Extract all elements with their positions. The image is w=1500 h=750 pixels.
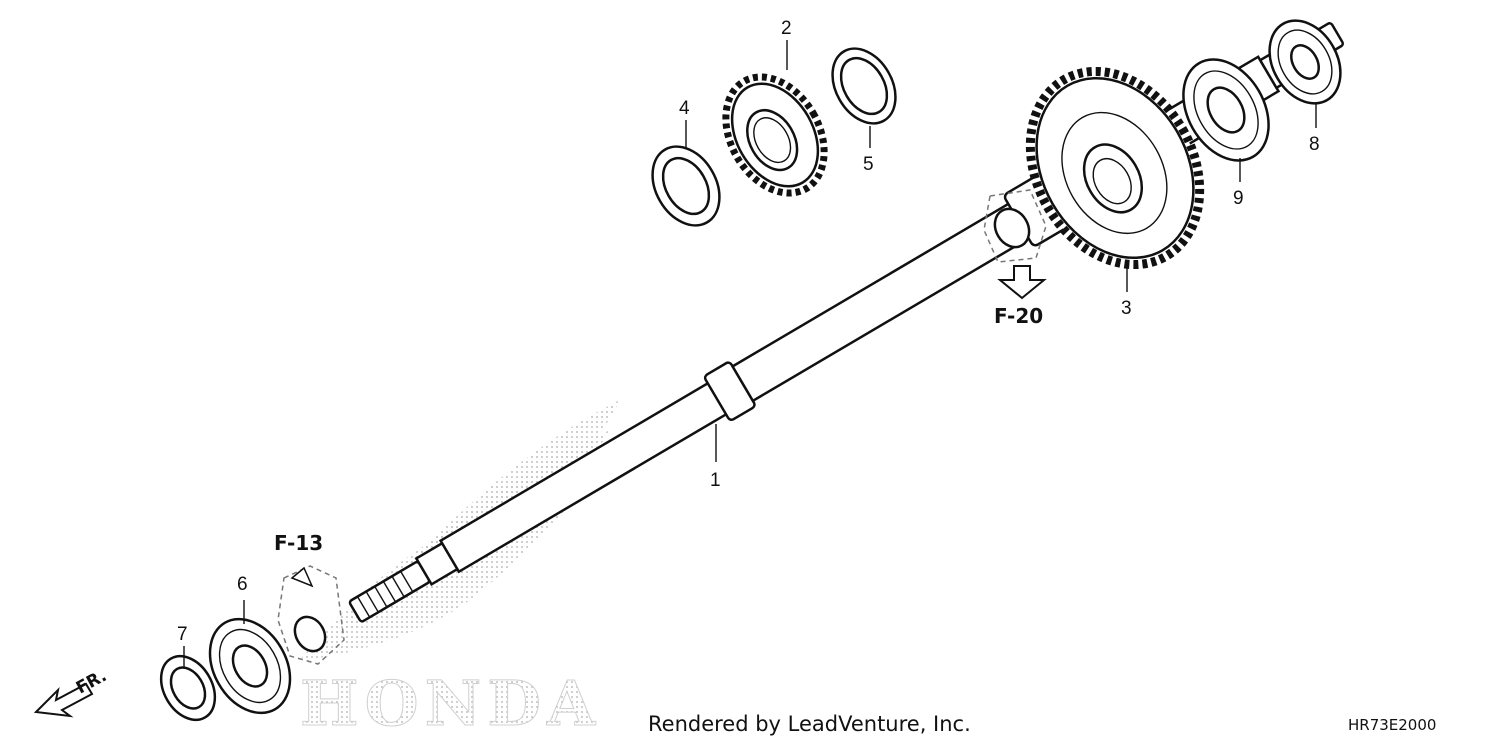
seal-7[interactable]	[150, 647, 226, 730]
callout-6: 6	[237, 574, 248, 595]
washer-5[interactable]	[820, 37, 908, 134]
callout-5: 5	[863, 154, 874, 175]
f20-label: F-20	[994, 304, 1043, 328]
f20-reference[interactable]: F-20	[983, 189, 1047, 328]
washer-4[interactable]	[639, 135, 733, 238]
front-direction-arrow: FR.	[33, 666, 110, 718]
callout-8: 8	[1309, 134, 1320, 155]
callout-7: 7	[177, 624, 188, 645]
seal-8[interactable]	[1255, 8, 1354, 116]
callout-4: 4	[679, 98, 690, 119]
honda-watermark-text: HONDA	[300, 667, 601, 740]
callout-1: 1	[710, 470, 721, 491]
f13-label: F-13	[274, 531, 323, 555]
bearing-6[interactable]	[194, 605, 306, 728]
small-gear-2[interactable]	[706, 59, 844, 210]
render-credit: Rendered by LeadVenture, Inc.	[648, 712, 971, 736]
bearing-9[interactable]	[1166, 44, 1286, 176]
f13-reference[interactable]: F-13	[274, 531, 345, 665]
drawing-code: HR73E2000	[1348, 716, 1437, 734]
callout-3: 3	[1121, 298, 1132, 319]
large-gear-3[interactable]	[996, 41, 1233, 296]
callout-2: 2	[781, 18, 792, 39]
callout-9: 9	[1233, 188, 1244, 209]
